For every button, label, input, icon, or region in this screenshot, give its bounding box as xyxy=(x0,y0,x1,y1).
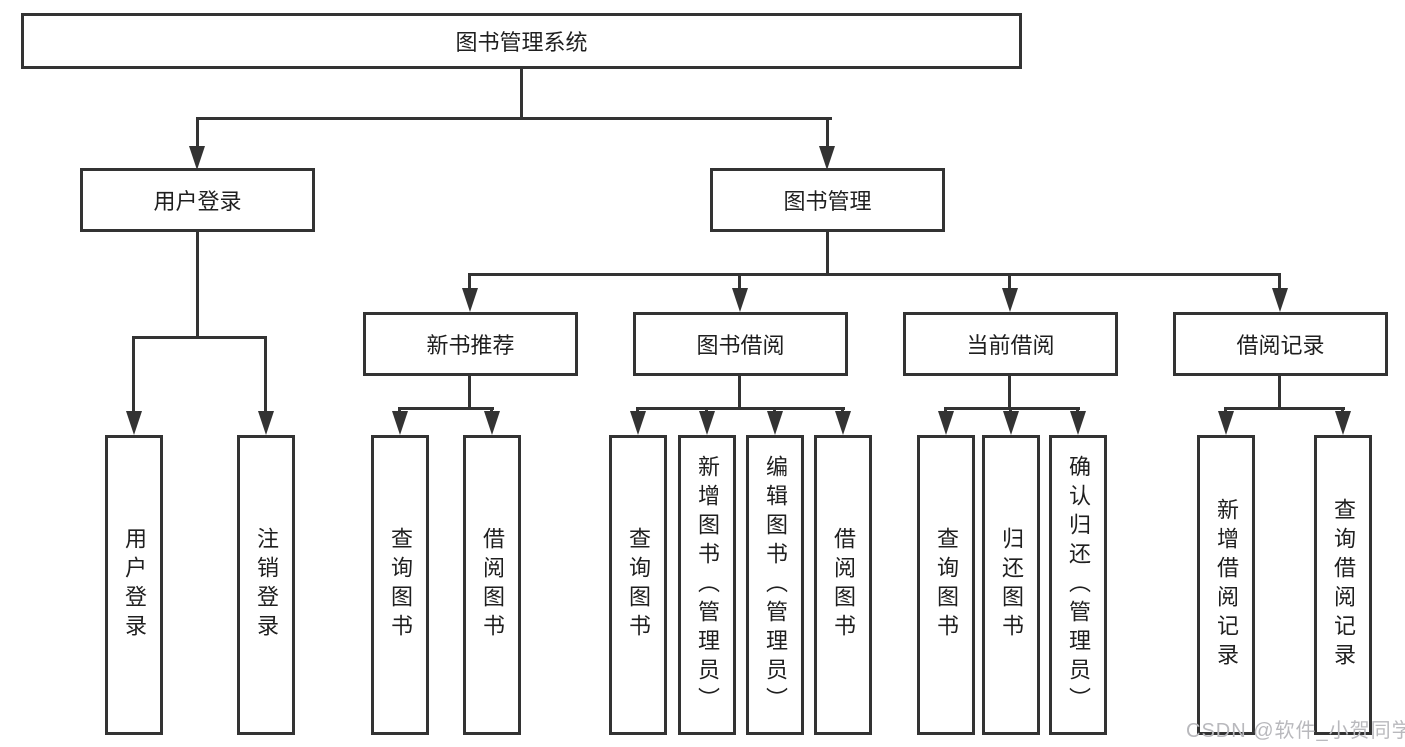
node-add-books-admin: 新增图书（管理员） xyxy=(678,435,736,735)
connector-line xyxy=(520,69,523,117)
node-new-book-recommendation: 新书推荐 xyxy=(363,312,578,376)
arrow-down-icon xyxy=(1003,411,1019,435)
arrow-down-icon xyxy=(699,411,715,435)
arrow-down-icon xyxy=(126,411,142,435)
node-label: 新增借阅记录 xyxy=(1214,498,1239,672)
node-label: 归还图书 xyxy=(999,527,1024,643)
node-label: 新增图书（管理员） xyxy=(695,454,720,716)
node-edit-books-admin: 编辑图书（管理员） xyxy=(746,435,804,735)
connector-line xyxy=(944,407,1080,410)
connector-line xyxy=(196,117,832,120)
node-label: 图书管理系统 xyxy=(455,30,588,55)
connector-line xyxy=(468,376,471,408)
arrow-down-icon xyxy=(1335,411,1351,435)
node-book-borrowing: 图书借阅 xyxy=(633,312,848,376)
watermark: CSDN @软件_小贺同学 xyxy=(1186,720,1405,742)
connector-line xyxy=(1008,273,1011,290)
node-current-borrowing: 当前借阅 xyxy=(903,312,1118,376)
arrow-down-icon xyxy=(1218,411,1234,435)
node-label: 查询图书 xyxy=(388,527,413,643)
node-return-books: 归还图书 xyxy=(982,435,1040,735)
arrow-down-icon xyxy=(630,411,646,435)
connector-line xyxy=(826,232,829,273)
node-library-management-system: 图书管理系统 xyxy=(21,13,1022,69)
connector-line xyxy=(1224,407,1345,410)
node-label: 新书推荐 xyxy=(426,333,515,358)
connector-line xyxy=(1008,376,1011,408)
node-borrow-books-borrowing: 借阅图书 xyxy=(814,435,872,735)
arrow-down-icon xyxy=(1002,288,1018,312)
arrow-down-icon xyxy=(819,146,835,170)
connector-line xyxy=(738,273,741,290)
arrow-down-icon xyxy=(835,411,851,435)
connector-line xyxy=(1278,273,1281,290)
arrow-down-icon xyxy=(258,411,274,435)
node-label: 编辑图书（管理员） xyxy=(763,454,788,716)
connector-line xyxy=(132,336,267,339)
arrow-down-icon xyxy=(189,146,205,170)
node-add-borrowing-record: 新增借阅记录 xyxy=(1197,435,1255,735)
node-label: 当前借阅 xyxy=(966,333,1055,358)
arrow-down-icon xyxy=(732,288,748,312)
node-label: 查询图书 xyxy=(934,527,959,643)
node-label: 借阅图书 xyxy=(480,527,505,643)
node-label: 图书管理 xyxy=(783,189,872,214)
node-label: 图书借阅 xyxy=(696,333,785,358)
arrow-down-icon xyxy=(1272,288,1288,312)
node-user-login-action: 用户登录 xyxy=(105,435,163,735)
node-label: 用户登录 xyxy=(153,189,242,214)
connector-line xyxy=(738,376,741,408)
node-label: 借阅图书 xyxy=(831,527,856,643)
arrow-down-icon xyxy=(462,288,478,312)
node-label: 查询借阅记录 xyxy=(1331,498,1356,672)
connector-line xyxy=(826,117,829,149)
arrow-down-icon xyxy=(484,411,500,435)
node-query-books-borrowing: 查询图书 xyxy=(609,435,667,735)
arrow-down-icon xyxy=(767,411,783,435)
connector-line xyxy=(196,232,199,336)
connector-line xyxy=(468,273,471,290)
connector-line xyxy=(1278,376,1281,408)
connector-line xyxy=(468,273,1281,276)
node-query-borrowing-record: 查询借阅记录 xyxy=(1314,435,1372,735)
arrow-down-icon xyxy=(938,411,954,435)
node-label: 用户登录 xyxy=(122,527,147,643)
connector-line xyxy=(196,117,199,149)
connector-line xyxy=(132,336,135,413)
connector-line xyxy=(636,407,845,410)
connector-line xyxy=(398,407,494,410)
connector-line xyxy=(264,336,267,413)
node-user-login: 用户登录 xyxy=(80,168,315,232)
node-label: 借阅记录 xyxy=(1236,333,1325,358)
node-query-books-recommend: 查询图书 xyxy=(371,435,429,735)
node-query-books-current: 查询图书 xyxy=(917,435,975,735)
node-borrow-books-recommend: 借阅图书 xyxy=(463,435,521,735)
node-label: 查询图书 xyxy=(626,527,651,643)
node-confirm-return-admin: 确认归还（管理员） xyxy=(1049,435,1107,735)
arrow-down-icon xyxy=(1070,411,1086,435)
node-book-management: 图书管理 xyxy=(710,168,945,232)
node-borrowing-records: 借阅记录 xyxy=(1173,312,1388,376)
node-label: 确认归还（管理员） xyxy=(1066,454,1091,716)
node-logout: 注销登录 xyxy=(237,435,295,735)
arrow-down-icon xyxy=(392,411,408,435)
node-label: 注销登录 xyxy=(254,527,279,643)
